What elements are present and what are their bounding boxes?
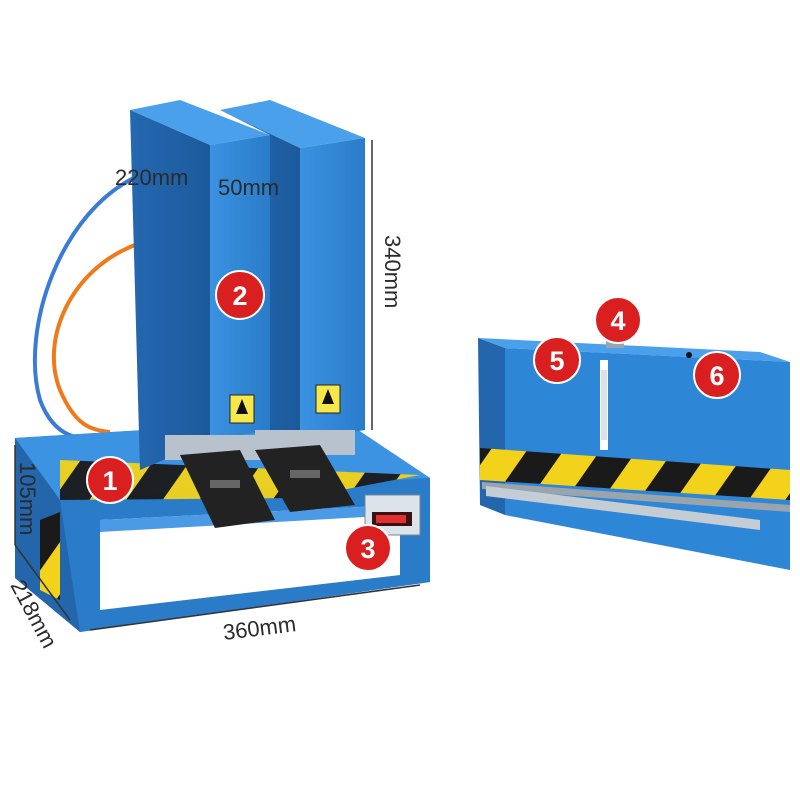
dimension-lines: [14, 140, 421, 631]
dimension-base-width: 360mm: [222, 611, 298, 645]
badge-1: 1: [86, 456, 134, 504]
badge-4: 4: [594, 296, 642, 344]
badge-2: 2: [215, 270, 265, 320]
badge-5-label: 5: [549, 346, 564, 376]
dimension-height: 340mm: [380, 235, 405, 308]
accessory-box: [478, 336, 790, 570]
badge-2-label: 2: [232, 281, 247, 311]
dimension-depth-top: 220mm: [115, 165, 188, 190]
orange-cable: [51, 243, 136, 434]
badge-4-label: 4: [610, 306, 625, 336]
badge-6-label: 6: [709, 361, 724, 391]
badge-1-label: 1: [102, 466, 117, 496]
dimension-width-top: 50mm: [218, 175, 279, 200]
badge-5: 5: [533, 336, 581, 384]
dimension-base-height: 105mm: [15, 462, 40, 535]
stapler-head-right: [220, 100, 365, 512]
blue-cable: [32, 173, 141, 442]
badge-3: 3: [344, 524, 392, 572]
badge-6: 6: [693, 351, 741, 399]
badge-3-label: 3: [360, 534, 375, 564]
